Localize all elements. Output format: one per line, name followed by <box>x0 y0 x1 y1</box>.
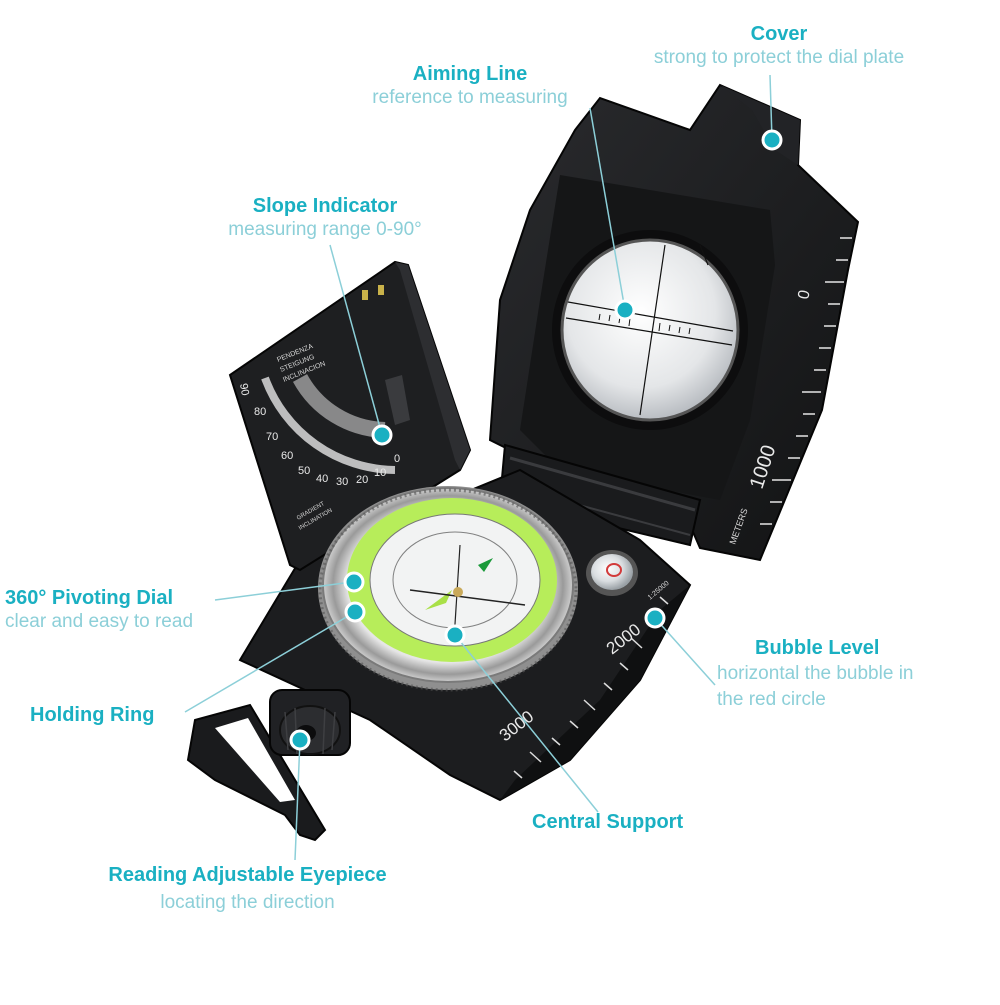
slope-tick: 60 <box>281 450 293 462</box>
reading-eyepiece <box>186 689 351 842</box>
panel-screw <box>378 285 384 295</box>
lid-ruler <box>760 237 852 525</box>
label-bubble-level-desc-2: the red circle <box>717 689 826 710</box>
slope-indicator-panel: 90 80 70 60 50 40 30 20 10 0 PENDENZA ST… <box>228 260 472 572</box>
marker-pivoting-dial <box>343 571 365 593</box>
label-holding-ring: Holding Ring <box>30 703 210 727</box>
aiming-line <box>565 244 734 416</box>
label-pivoting-dial-desc: clear and easy to read <box>5 611 194 632</box>
slope-tick: 70 <box>266 431 278 443</box>
marker-holding-ring <box>344 601 366 623</box>
label-bubble-level: Bubble Level horizontal the bubble in th… <box>717 636 977 712</box>
callout-markers <box>289 129 783 751</box>
callout-lines <box>184 74 773 861</box>
marker-eyepiece <box>289 729 311 751</box>
marker-cover <box>761 129 783 151</box>
slope-tick: 90 <box>237 382 251 396</box>
marker-aiming-line <box>614 299 636 321</box>
slope-tick: 0 <box>394 453 400 465</box>
label-cover-title: Cover <box>750 23 808 45</box>
slope-tick: 40 <box>316 473 328 485</box>
label-eyepiece-desc: locating the direction <box>160 892 335 913</box>
bubble-level <box>586 550 638 596</box>
label-aiming-line-desc: reference to measuring <box>372 87 568 108</box>
label-bubble-level-desc-1: horizontal the bubble in <box>717 663 914 684</box>
marker-central-support <box>444 624 466 646</box>
callout-line-aiming-line <box>589 107 626 311</box>
panel-screw <box>362 290 368 300</box>
cover-lid: 0 1000 METERS <box>488 83 860 562</box>
label-central-support: Central Support <box>532 810 732 834</box>
label-slope-indicator-desc: measuring range 0-90° <box>228 219 422 240</box>
slope-tick-labels: 90 80 70 60 50 40 30 20 10 0 <box>237 382 400 488</box>
lid-ruler-zero: 0 <box>795 288 813 300</box>
slope-tick: 80 <box>254 406 266 418</box>
label-pivoting-dial-title: 360° Pivoting Dial <box>5 587 174 609</box>
label-slope-indicator: Slope Indicator measuring range 0-90° <box>200 194 450 242</box>
central-support <box>453 587 463 597</box>
marker-bubble-level <box>644 607 666 629</box>
label-eyepiece: Reading Adjustable Eyepiece locating the… <box>70 863 425 915</box>
label-holding-ring-title: Holding Ring <box>30 704 155 726</box>
label-pivoting-dial: 360° Pivoting Dial clear and easy to rea… <box>5 586 245 634</box>
label-aiming-line: Aiming Line reference to measuring <box>340 62 600 110</box>
callout-line-cover <box>769 74 773 141</box>
slope-tick: 50 <box>298 465 310 477</box>
label-cover: Cover strong to protect the dial plate <box>620 22 938 70</box>
callout-line-pivoting-dial <box>214 581 353 601</box>
label-central-support-title: Central Support <box>532 811 684 833</box>
marker-slope-indicator <box>371 424 393 446</box>
label-slope-indicator-title: Slope Indicator <box>252 195 398 217</box>
slope-tick: 30 <box>336 476 348 488</box>
label-aiming-line-title: Aiming Line <box>412 63 528 85</box>
label-cover-desc: strong to protect the dial plate <box>653 47 905 68</box>
label-eyepiece-title: Reading Adjustable Eyepiece <box>108 864 387 886</box>
slope-tick: 20 <box>356 474 368 486</box>
slope-tick: 10 <box>374 467 386 479</box>
compass-dial <box>318 486 578 692</box>
sighting-mirror <box>552 230 748 430</box>
callout-line-bubble-level <box>654 617 716 686</box>
label-bubble-level-title: Bubble Level <box>755 637 880 659</box>
callout-line-central-support <box>454 634 599 813</box>
callout-line-eyepiece <box>294 739 301 861</box>
callout-line-slope-indicator <box>329 244 383 436</box>
callout-line-holding-ring <box>184 611 356 713</box>
